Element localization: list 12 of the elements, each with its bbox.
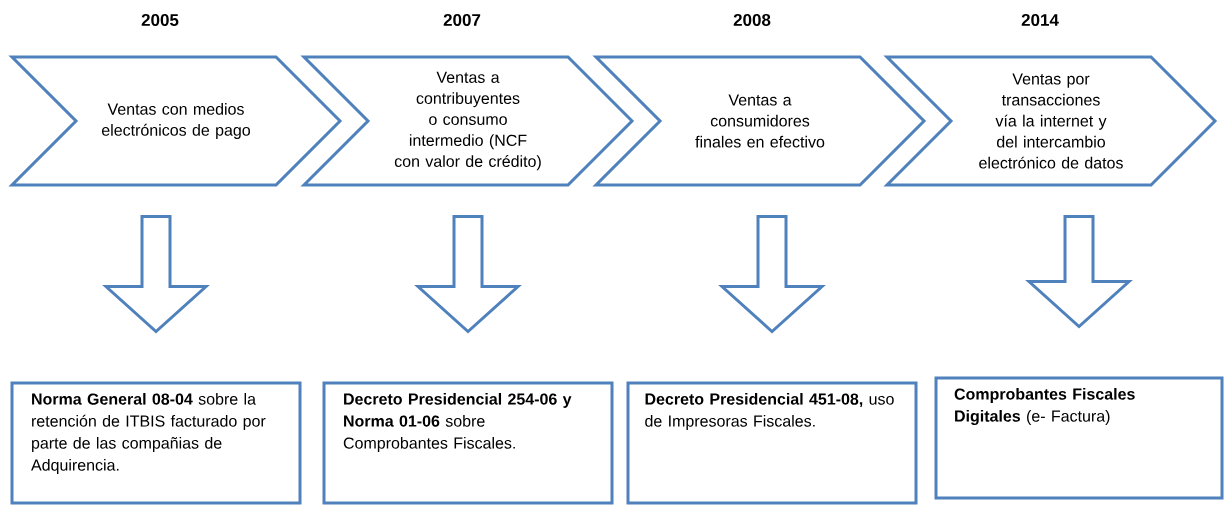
year-label: 2005 — [141, 13, 179, 26]
year-label: 2008 — [733, 13, 771, 26]
block-arrow — [1025, 215, 1133, 329]
block-arrow — [102, 215, 210, 334]
year-label: 2007 — [443, 13, 481, 26]
year-label: 2014 — [1021, 13, 1059, 26]
text-box: Comprobantes Fiscales Digitales (e- Factura) — [934, 376, 1224, 500]
text-box: Norma General 08-04 sobre la retención de ITBIS facturado por parte de las compañias de Adquirencia. — [10, 381, 302, 505]
block-arrow — [718, 215, 826, 334]
block-arrow — [414, 215, 522, 334]
text-box: Decreto Presidencial 451-08, uso de Impresoras Fiscales. — [626, 381, 918, 505]
text-box: Decreto Presidencial 254-06 y Norma 01-06 sobre Comprobantes Fiscales. — [322, 381, 614, 505]
